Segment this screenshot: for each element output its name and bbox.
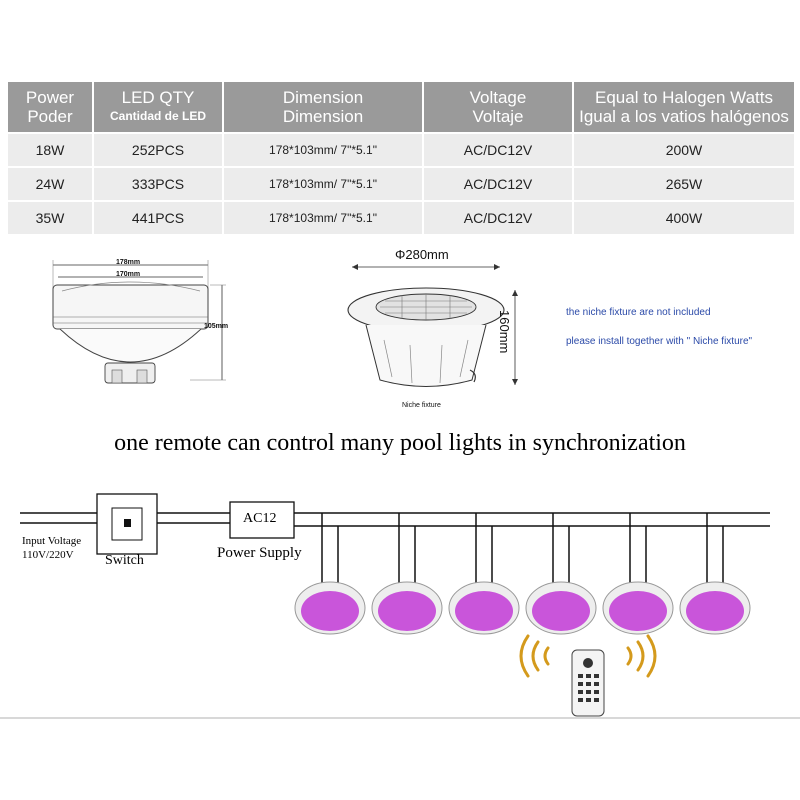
cell-dimension: 178*103mm/ 7"*5.1": [222, 200, 424, 236]
cell-led: 252PCS: [92, 132, 224, 168]
pool-light-icon: [378, 591, 436, 631]
cell-voltage: AC/DC12V: [422, 166, 574, 202]
table-row: 18W 252PCS 178*103mm/ 7"*5.1" AC/DC12V 2…: [6, 132, 796, 168]
switch-toggle-icon: [124, 519, 131, 527]
cell-led: 441PCS: [92, 200, 224, 236]
header-halogen: Equal to Halogen Watts Igual a los vatio…: [572, 80, 796, 134]
psu-box-label: AC12: [243, 511, 277, 526]
spec-table: Power Poder LED QTY Cantidad de LED Dime…: [6, 80, 796, 236]
pool-light-icon: [686, 591, 744, 631]
niche-fixture-drawing: [347, 264, 518, 387]
table-row: 24W 333PCS 178*103mm/ 7"*5.1" AC/DC12V 2…: [6, 166, 796, 202]
cell-power: 35W: [6, 200, 94, 236]
cell-halogen: 400W: [572, 200, 796, 236]
cell-voltage: AC/DC12V: [422, 132, 574, 168]
cell-halogen: 265W: [572, 166, 796, 202]
header-voltage: Voltage Voltaje: [422, 80, 574, 134]
header-led-qty: LED QTY Cantidad de LED: [92, 80, 224, 134]
cell-dimension: 178*103mm/ 7"*5.1": [222, 132, 424, 168]
pool-light-icon: [532, 591, 590, 631]
niche-body: [365, 324, 487, 387]
signal-waves-icon: [519, 634, 657, 678]
pool-light-icon: [455, 591, 513, 631]
lamp-dome: [59, 328, 202, 363]
niche-note-line2: please install together with " Niche fix…: [566, 336, 753, 347]
niche-height-label: 160mm: [497, 310, 512, 354]
input-voltage-value: 110V/220V: [22, 549, 74, 561]
lamp-dimension-drawing: [52, 260, 226, 384]
niche-diameter-label: Φ280mm: [395, 247, 449, 262]
switch-label: Switch: [105, 553, 144, 568]
lamp-rim: [52, 284, 209, 330]
header-power: Power Poder: [6, 80, 94, 134]
table-header-row: Power Poder LED QTY Cantidad de LED Dime…: [6, 80, 796, 134]
headline: one remote can control many pool lights …: [114, 430, 686, 456]
wiring-diagram: [0, 493, 800, 719]
psu-box: [229, 501, 295, 539]
pool-light-icon: [609, 591, 667, 631]
lamp-width-inner-label: 170mm: [116, 271, 141, 278]
cell-led: 333PCS: [92, 166, 224, 202]
cell-power: 18W: [6, 132, 94, 168]
lamp-height-label: 105mm: [204, 323, 229, 330]
pool-light-icon: [301, 591, 359, 631]
table-row: 35W 441PCS 178*103mm/ 7"*5.1" AC/DC12V 4…: [6, 200, 796, 236]
pool-lights: [294, 513, 751, 635]
input-voltage-label: Input Voltage: [22, 535, 82, 547]
remote-control-icon: [571, 649, 605, 717]
niche-caption: Niche fixture: [402, 402, 441, 409]
cell-voltage: AC/DC12V: [422, 200, 574, 236]
cell-halogen: 200W: [572, 132, 796, 168]
cell-power: 24W: [6, 166, 94, 202]
niche-note-line1: the niche fixture are not included: [566, 307, 711, 318]
lamp-width-outer-label: 178mm: [116, 259, 141, 266]
psu-label: Power Supply: [217, 545, 302, 561]
header-dimension: Dimension Dimension: [222, 80, 424, 134]
cell-dimension: 178*103mm/ 7"*5.1": [222, 166, 424, 202]
